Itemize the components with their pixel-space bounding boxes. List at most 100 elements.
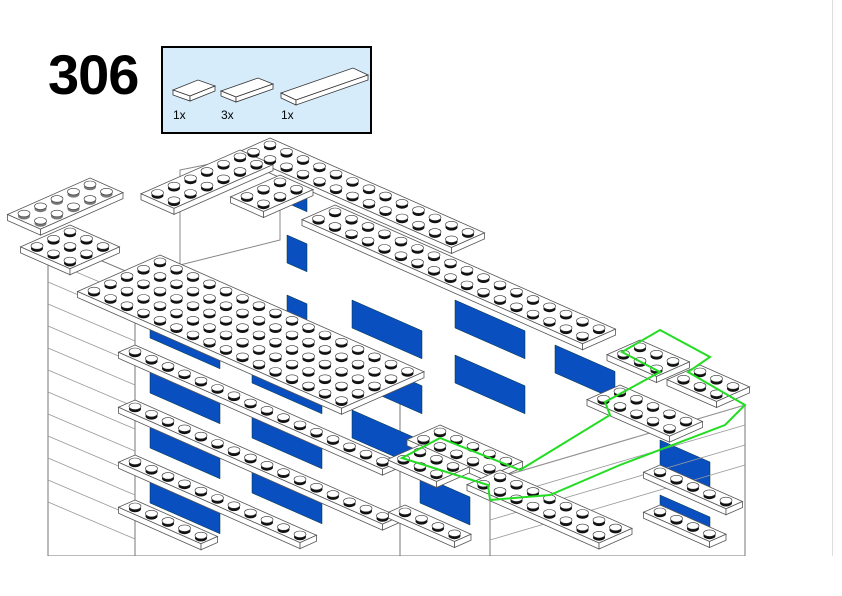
stud-icon [186,330,200,338]
stud-icon [427,251,441,259]
stud-icon [145,410,158,418]
stud-icon [592,324,606,332]
stud-icon [219,316,233,324]
stud-icon [510,288,523,296]
stud-icon [576,331,589,340]
stud-icon [145,465,158,473]
stud-icon [269,338,282,346]
stud-icon [178,479,191,487]
stud-icon [351,345,365,353]
stud-icon [100,188,113,196]
plate-side [725,500,743,516]
stud-icon [128,502,142,510]
stud-icon [368,352,381,360]
stud-icon [260,516,274,524]
stud-icon [293,420,307,428]
stud-icon [318,374,332,382]
stud-icon [431,522,445,530]
stud-icon [203,294,216,302]
stud-icon [63,242,77,250]
stud-icon [427,266,441,274]
window [419,474,471,526]
stud-icon [326,490,340,498]
stud-icon [379,206,392,214]
stud-icon [186,286,200,295]
stud-icon [128,402,142,410]
stud-icon [526,295,540,303]
stud-icon [257,185,270,193]
stud-icon [543,302,556,310]
parts-callout-box: 1x 3x 1x [161,46,372,134]
stud-icon [263,140,277,148]
stud-icon [285,316,299,324]
stud-icon [345,215,358,223]
brick-line [47,501,136,540]
stud-icon [227,391,241,399]
plate-2x6-icon [219,77,275,103]
brick-line [47,391,136,430]
stud-icon [401,367,414,375]
stud-icon [236,308,249,317]
plate-side [709,533,727,549]
stud-icon [313,162,326,170]
stud-icon [203,279,216,287]
stud-icon [104,279,117,287]
stud-icon [302,367,315,375]
brick-line [489,464,746,541]
stud-icon [302,352,315,360]
page-edge-line [832,0,833,596]
stud-icon [318,359,332,368]
stud-icon [200,181,214,190]
stud-icon [203,338,216,346]
stud-icon [412,206,425,214]
stud-icon [461,228,475,236]
stud-icon [153,257,167,265]
stud-icon [693,367,707,375]
stud-icon [362,184,376,192]
stud-icon [219,345,233,353]
stud-icon [219,330,233,338]
stud-icon [328,207,342,215]
stud-icon [153,286,167,295]
stud-icon [663,424,676,432]
stud-icon [170,279,183,287]
window [286,234,308,273]
stud-icon [120,301,134,309]
stud-icon [178,369,191,377]
stud-icon [335,367,348,375]
stud-icon [318,345,332,353]
stud-icon [335,352,348,360]
stud-icon [260,406,274,414]
brick-lines [47,259,746,541]
part-quantity: 1x [281,108,294,122]
plate-side [598,527,633,550]
stud-icon [477,288,490,296]
stud-icon [290,185,303,193]
stud-icon [167,181,181,190]
stud-icon [145,509,158,518]
brick-line [47,303,136,342]
stud-icon [186,301,200,309]
stud-icon [186,316,200,324]
plate-side [299,534,317,550]
stud-icon [686,522,700,530]
stud-icon [227,446,241,454]
stud-icon [80,235,93,243]
stud-icon [250,160,263,168]
stud-icon [170,323,183,331]
page-bottom-margin [0,556,842,596]
stud-icon [359,504,373,513]
stud-icon [236,294,249,302]
stud-icon [63,227,77,235]
stud-icon [161,362,175,370]
stud-icon [194,431,208,440]
stud-icon [653,467,667,475]
plate-side [436,466,470,489]
stud-icon [47,235,60,243]
brick-line [47,457,136,496]
studs [17,140,740,542]
stud-icon [194,376,208,385]
stud-icon [50,209,64,218]
stud-icon [670,475,683,483]
plate-side [669,420,703,443]
